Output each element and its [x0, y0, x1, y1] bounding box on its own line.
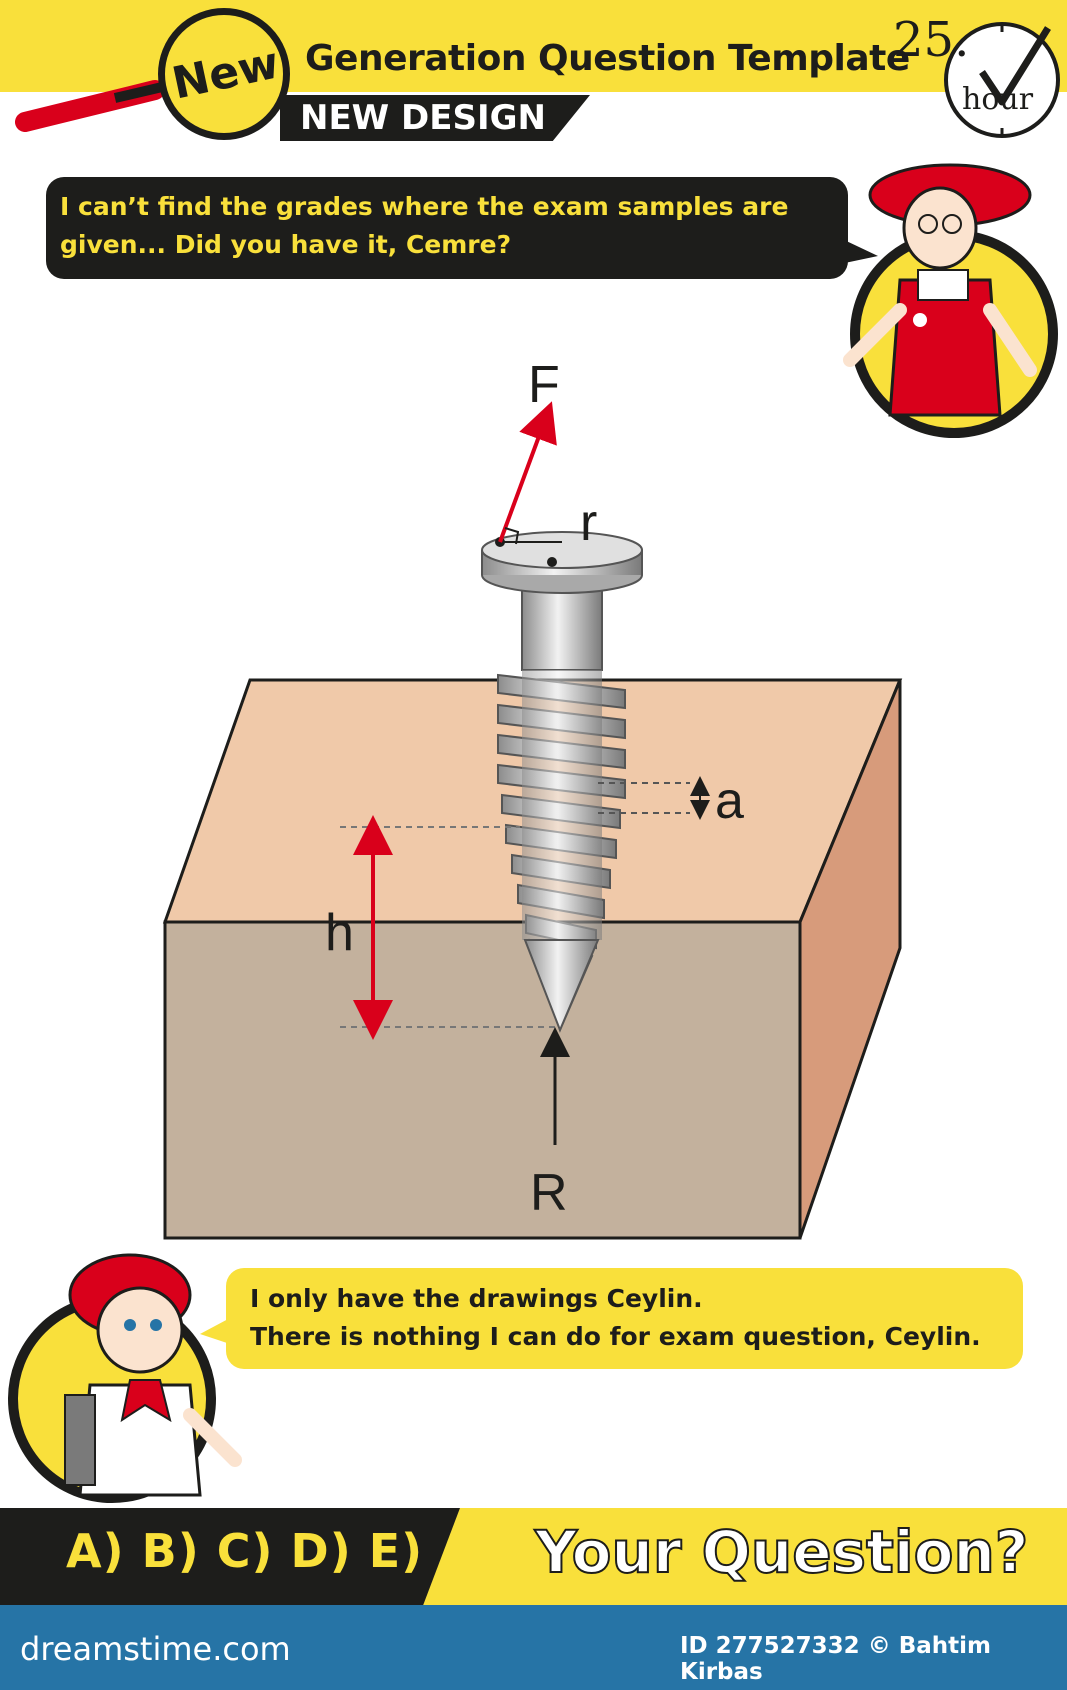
page-title: Generation Question Template [305, 38, 910, 79]
speech-bubble-top [46, 177, 848, 279]
watermark-site: dreamstime.com [20, 1630, 291, 1668]
speech-bottom-line1: I only have the drawings Ceylin. [250, 1284, 703, 1313]
new-badge [158, 8, 290, 140]
speech-bottom-line2: There is nothing I can do for exam quest… [250, 1322, 981, 1351]
block-front-face [163, 920, 802, 1240]
screw-diagram: F r a h R [162, 356, 903, 1240]
answer-options: A) B) C) D) E) [66, 1524, 424, 1578]
question-bar [400, 1508, 1067, 1605]
character-icon [843, 163, 1037, 417]
screw-tip [523, 939, 600, 1033]
label-depth: h [325, 904, 354, 962]
speech-bubble-bottom [226, 1268, 1023, 1369]
force-arrow [498, 401, 557, 543]
bubble-tail-top [840, 238, 878, 264]
watermark-credit: ID 277527332 © Bahtim Kirbas [680, 1633, 991, 1685]
label-reaction: R [530, 1164, 568, 1222]
page-subtitle: NEW DESIGN [300, 98, 546, 138]
answer-bar [0, 1508, 460, 1605]
bubble-tail-bottom [200, 1318, 230, 1344]
lesson-unit: hour [962, 82, 1034, 117]
question-prompt: Your Question? [534, 1517, 1029, 1587]
lesson-number: 25. [893, 12, 970, 68]
speech-bottom-text: I only have the drawings Ceylin. There i… [250, 1280, 1020, 1356]
label-radius: r [580, 494, 597, 552]
watermark-bar [0, 1605, 1067, 1690]
character-icon [64, 1253, 242, 1497]
label-force: F [528, 356, 560, 414]
clock-check-icon [944, 22, 1060, 138]
speech-top-text: I can’t find the grades where the exam s… [60, 192, 789, 259]
label-pitch: a [715, 772, 744, 830]
subtitle-band [280, 95, 590, 141]
screw-head-top [481, 531, 643, 569]
